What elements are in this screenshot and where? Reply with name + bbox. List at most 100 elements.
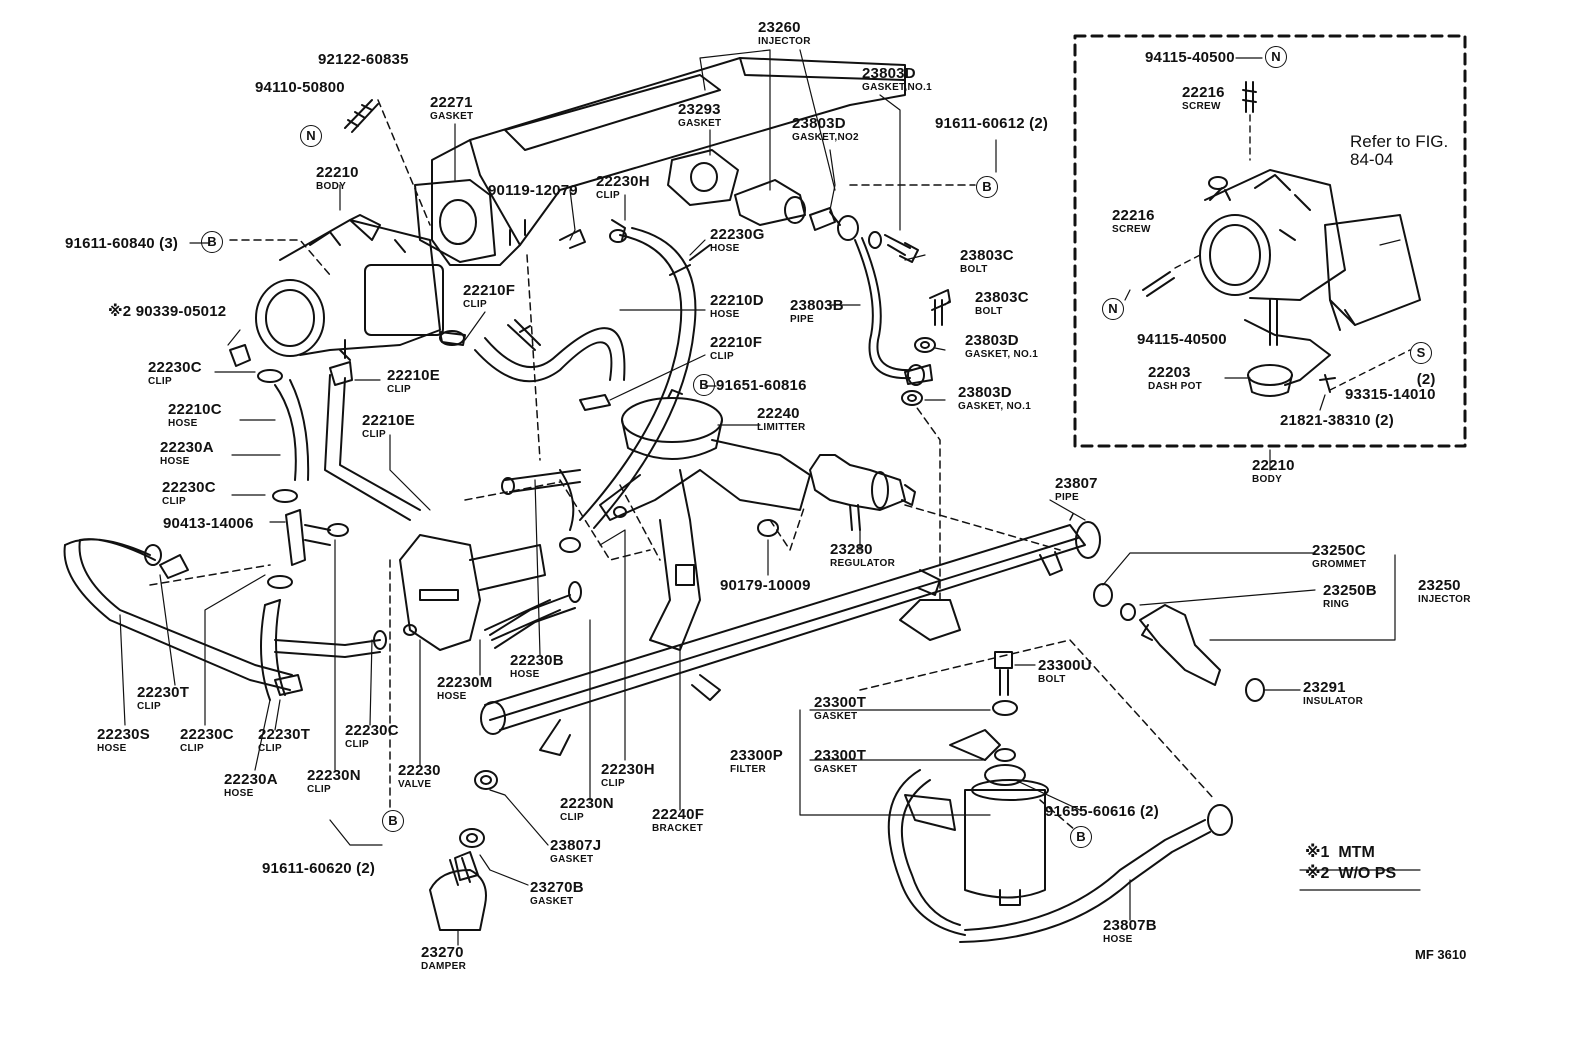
part-number: 22230M [437,674,493,691]
part-name: CLIP [601,778,625,789]
part-name: CLIP [710,351,734,362]
part-name: HOSE [224,788,254,799]
part-name: FILTER [730,764,767,775]
label-90179: 90179-10009 [720,578,811,594]
label-92122: 92122-60835 [318,52,409,68]
label-91651: 91651-60816 [716,378,807,394]
part-name: DASH POT [1148,381,1203,392]
part-name: RING [1323,599,1350,610]
part-name: HOSE [1103,934,1133,945]
part-number: 92122-60835 [318,51,409,68]
label-91611-60840: 91611-60840 (3) [65,236,178,252]
n-marker: N [1102,298,1124,320]
part-number: 23803D [958,384,1012,401]
s-marker: S [1410,342,1432,364]
part-number: 23803B [790,297,844,314]
part-number: 22216 [1182,84,1225,101]
part-name: BOLT [960,264,988,275]
part-name: SCREW [1182,101,1221,112]
quantity: (2) [1416,371,1436,388]
part-name: GASKET [530,896,574,907]
b-marker: B [1070,826,1092,848]
part-name: CLIP [560,812,584,823]
part-name: HOSE [710,243,740,254]
part-number: 22230T [258,726,311,743]
part-number: 23803C [975,289,1029,306]
part-number: 22230N [560,795,614,812]
b-marker: B [693,374,715,396]
part-name: GASKET [550,854,594,865]
part-name: REGULATOR [830,558,896,569]
part-name: CLIP [148,376,172,387]
inset-dashed-lines [1174,114,1411,391]
part-number: 23803D [965,332,1019,349]
label-91611-60620: 91611-60620 (2) [262,861,375,877]
part-name: GASKET,NO2 [792,132,859,143]
part-name: HOSE [437,691,467,702]
label-inset-93315: (2)93315-14010 [1345,372,1436,403]
part-name: CLIP [307,784,331,795]
part-number: 22210C [168,401,222,418]
part-name: GROMMET [1312,559,1367,570]
throttle-body-drawing [255,214,444,361]
part-name: HOSE [710,309,740,320]
part-number: 23807J [550,837,602,854]
dashed-reference-lines [149,99,1216,831]
label-inset-94115-top: 94115-40500 [1145,50,1235,66]
part-number: 22230A [160,439,214,456]
part-number: 22230H [601,761,655,778]
part-number: 23270 [421,944,464,961]
part-number: 22240F [652,806,705,823]
part-number: 23300T [814,694,867,711]
part-number: 23260 [758,19,801,36]
part-number: 22230C [345,722,399,739]
inset-box [1073,34,1467,471]
valve-22230-drawing [399,534,561,651]
part-number: 22271 [430,94,473,111]
part-name: INJECTOR [1418,594,1471,605]
delivery-pipe-23807-drawing [480,521,1101,756]
clips-lower-left-drawing [159,344,387,696]
part-name: CLIP [345,739,369,750]
legend-text: MTM [1338,844,1375,861]
hose-22210c-drawing [324,374,421,521]
part-name: BRACKET [652,823,703,834]
part-number: 23803C [960,247,1014,264]
part-number: 22210F [710,334,763,351]
part-number: 23291 [1303,679,1346,696]
part-name: HOSE [97,743,127,754]
part-name: CLIP [463,299,487,310]
injector-23250-drawing [1093,583,1265,702]
part-name: CLIP [180,743,204,754]
part-name: BOLT [1038,674,1066,685]
part-number: 22240 [757,405,800,422]
part-number: 91611-60620 (2) [262,860,376,877]
part-number: 94115-40500 [1137,331,1227,348]
part-number: 91651-60816 [716,377,807,394]
part-name: GASKET,NO.1 [862,82,932,93]
part-name: GASKET [814,764,858,775]
inset-leader-lines [1124,57,1401,411]
gasket-22271-drawing [414,179,496,263]
b-marker: B [976,176,998,198]
part-name: PIPE [790,314,814,325]
